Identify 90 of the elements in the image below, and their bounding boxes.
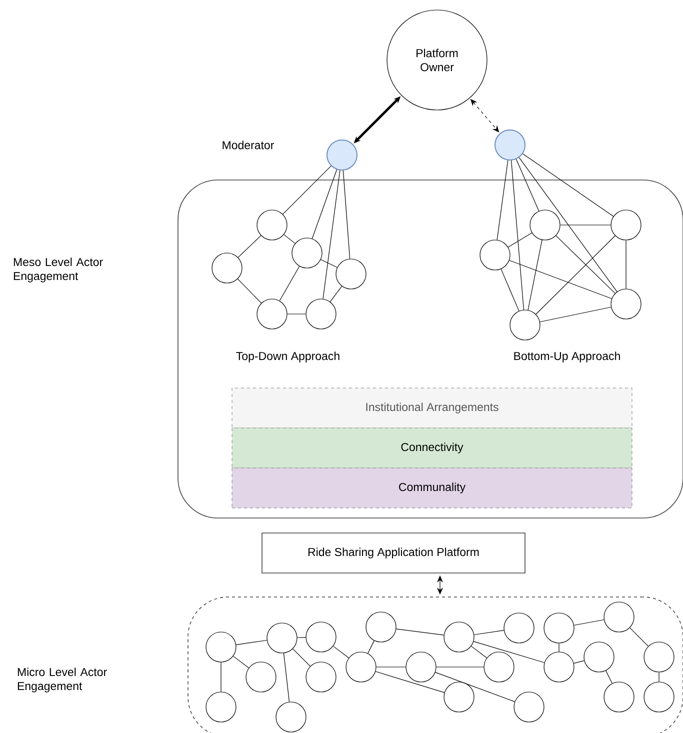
link-line xyxy=(516,158,540,212)
link-line xyxy=(528,240,542,310)
actor-circle xyxy=(530,210,560,240)
link-line xyxy=(496,160,508,240)
actor-circle xyxy=(306,662,336,692)
link-line xyxy=(556,235,616,294)
level-heading: Micro Level Actor Engagement xyxy=(18,668,107,692)
link-line xyxy=(279,266,300,302)
actor-circle xyxy=(336,258,366,290)
link-line xyxy=(518,157,618,292)
actor-circle xyxy=(644,682,674,712)
link-line xyxy=(236,640,268,646)
link-line xyxy=(536,235,616,315)
caption-label: Top-Down Approach xyxy=(236,352,340,362)
link-line xyxy=(368,640,374,654)
actor-circle xyxy=(292,238,322,268)
actor-circle xyxy=(256,210,288,240)
link-line xyxy=(282,166,332,214)
actor-circle xyxy=(504,612,534,644)
actor-circle xyxy=(604,602,634,632)
link-line xyxy=(376,666,406,668)
caption-label: Bottom-Up Approach xyxy=(514,352,620,362)
link-line xyxy=(522,154,614,217)
actor-circle xyxy=(246,662,276,692)
link-line xyxy=(574,660,584,664)
actor-circle xyxy=(584,642,614,672)
caption-label: Moderator xyxy=(222,140,274,150)
actor-circle xyxy=(266,622,298,654)
link-line xyxy=(474,630,504,636)
link-line xyxy=(330,286,342,302)
link-line xyxy=(396,628,444,636)
actor-circle xyxy=(480,240,510,270)
link-line xyxy=(540,306,612,322)
actor-circle xyxy=(346,652,376,682)
link-line xyxy=(658,672,660,682)
actor-circle xyxy=(544,612,574,644)
link-line xyxy=(574,619,604,626)
level-heading: Meso Level Actor Engagement xyxy=(14,258,103,282)
link-line xyxy=(232,656,250,668)
link-line xyxy=(292,648,310,666)
actor-circle xyxy=(444,622,474,652)
actor-circle xyxy=(610,210,642,240)
link-line xyxy=(342,170,350,260)
link-line xyxy=(436,666,484,668)
actor-circle xyxy=(610,288,642,320)
link-line xyxy=(435,672,515,702)
link-line xyxy=(560,224,611,226)
link-line xyxy=(312,169,338,239)
link-line xyxy=(237,278,262,304)
actor-circle xyxy=(206,692,236,722)
moderator-circle xyxy=(326,140,358,170)
layer-band: Connectivity xyxy=(232,428,632,468)
link-line xyxy=(473,641,545,663)
layer-band: Communality xyxy=(232,468,632,508)
actor-circle xyxy=(604,682,634,712)
actor-circle xyxy=(306,622,336,652)
link-line xyxy=(284,234,296,244)
actor-circle xyxy=(510,310,540,340)
link-line xyxy=(509,260,612,299)
link-line xyxy=(322,170,340,300)
actor-circle xyxy=(484,652,514,682)
link-line xyxy=(630,628,648,646)
link-line xyxy=(500,268,520,312)
actor-circle xyxy=(206,632,236,662)
link-line xyxy=(606,670,612,684)
platform-box: Ride Sharing Application Platform xyxy=(262,532,526,574)
actor-circle xyxy=(406,652,436,682)
link-line xyxy=(320,259,338,268)
link-line xyxy=(283,652,290,702)
link-line xyxy=(375,671,445,693)
actor-circle xyxy=(366,612,396,642)
actor-circle xyxy=(256,298,288,330)
actor-circle xyxy=(544,652,574,682)
link-line xyxy=(470,646,488,658)
link-line xyxy=(220,662,222,692)
actor-circle xyxy=(644,642,674,672)
link-line xyxy=(238,235,262,258)
actor-circle xyxy=(212,252,242,284)
link-line xyxy=(297,637,306,638)
layer-band: Institutional Arrangements xyxy=(232,388,632,428)
engagement-panel xyxy=(188,596,683,733)
actor-circle xyxy=(444,682,474,712)
link-line xyxy=(558,643,560,652)
link-line xyxy=(511,160,524,310)
link-line xyxy=(508,232,532,248)
actor-circle xyxy=(276,702,306,732)
actor-circle xyxy=(514,692,544,722)
link-line xyxy=(332,646,350,658)
actor-circle xyxy=(306,298,336,330)
moderator-circle xyxy=(494,130,526,160)
